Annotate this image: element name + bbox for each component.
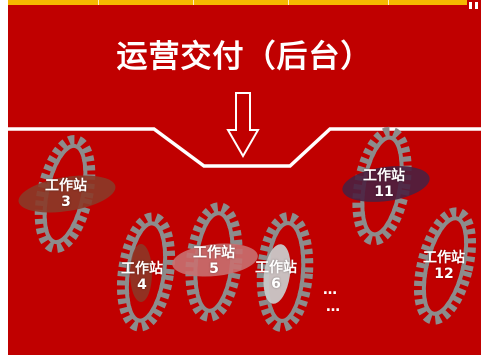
ws-4-label: 工作站 4 (121, 261, 163, 293)
down-arrow-icon (226, 92, 260, 159)
ws-6-label: 工作站 6 (255, 260, 297, 292)
top-accent-bar (8, 0, 481, 5)
ws-3-label: 工作站 3 (45, 178, 87, 210)
ws-11-badge (342, 166, 430, 202)
ws-6-badge (263, 244, 291, 304)
slide-title: 运营交付（后台） (116, 39, 373, 75)
ws-3-badge (18, 175, 116, 213)
ellipsis-top: … (323, 282, 338, 298)
funnel-line (8, 127, 481, 168)
diagram-art (8, 92, 481, 355)
slide-canvas: 运营交付（后台） (8, 0, 481, 355)
corner-mark-icon (467, 0, 481, 12)
ws-12-label: 工作站 12 (423, 250, 465, 282)
ws-5-badge (172, 243, 258, 277)
ws-4-badge (130, 244, 152, 302)
ws-11-label: 工作站 11 (363, 168, 405, 200)
ws-5-label: 工作站 5 (193, 245, 235, 277)
ellipsis-bottom: … (326, 299, 341, 315)
